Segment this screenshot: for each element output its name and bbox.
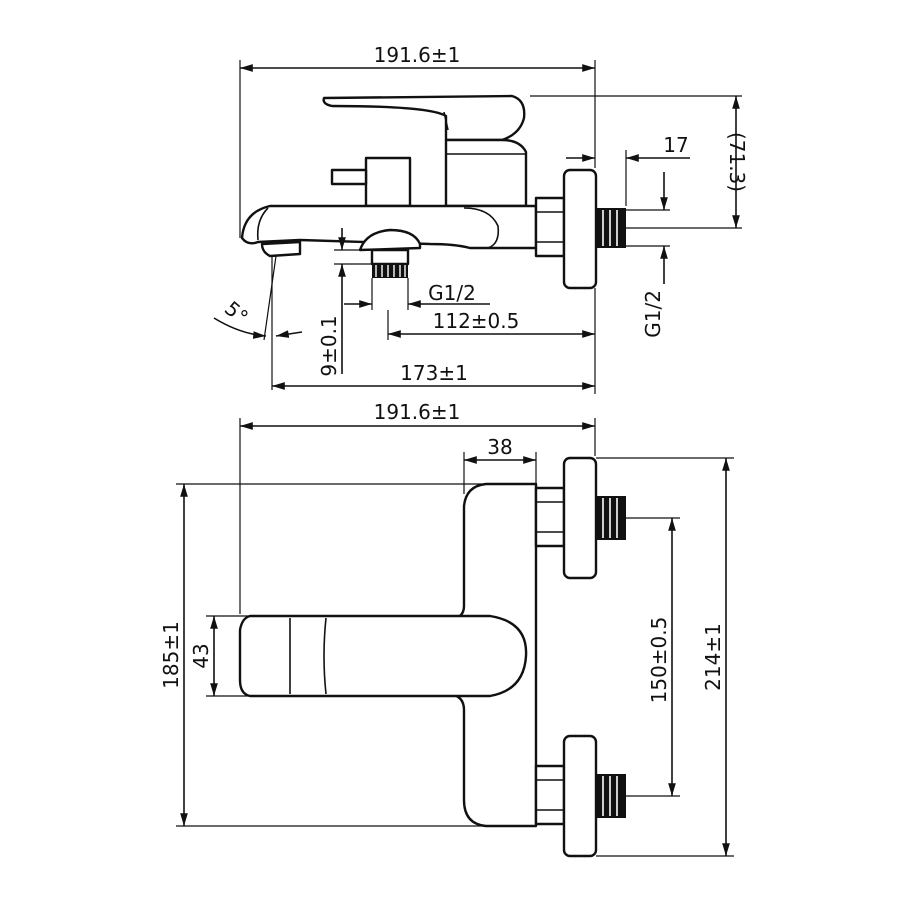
outlet-label: 17 bbox=[663, 133, 688, 157]
front-view: 191.6±1 38 185±1 bbox=[159, 400, 734, 858]
diverter-knob bbox=[364, 156, 412, 208]
top-thread bbox=[596, 496, 626, 540]
bottom-nut bbox=[534, 764, 566, 826]
overall-top-label: 173±1 bbox=[400, 361, 468, 385]
side-thread-label: G1/2 bbox=[641, 290, 665, 338]
side-nut bbox=[534, 196, 566, 258]
bottom-flange bbox=[562, 734, 598, 858]
centers-label: 150±0.5 bbox=[647, 617, 671, 704]
bottom-thread bbox=[372, 264, 408, 278]
height-label: (71.3) bbox=[725, 132, 749, 192]
front-handle bbox=[238, 614, 528, 698]
front-height-label: 185±1 bbox=[159, 621, 183, 689]
top-width-label: 191.6±1 bbox=[374, 43, 461, 67]
handle-lever bbox=[322, 94, 526, 142]
overall-front-label: 214±1 bbox=[701, 623, 725, 691]
handle-label: 43 bbox=[189, 643, 213, 668]
depth-label: 38 bbox=[487, 435, 512, 459]
top-nut bbox=[534, 486, 566, 548]
bottom-thread-label: G1/2 bbox=[428, 281, 476, 305]
connector-label: 112±0.5 bbox=[433, 309, 520, 333]
cartridge-body bbox=[444, 138, 528, 208]
wall-flange bbox=[562, 168, 598, 290]
top-flange bbox=[562, 456, 598, 580]
spout-offset-label: 9±0.1 bbox=[317, 315, 341, 376]
top-view: 191.6±1 bbox=[213, 43, 749, 394]
front-width-label: 191.6±1 bbox=[374, 400, 461, 424]
bottom-thread-front bbox=[596, 774, 626, 818]
side-thread bbox=[596, 208, 626, 248]
spout-nozzle bbox=[260, 240, 302, 258]
mixer-body bbox=[240, 204, 538, 250]
bottom-outlet bbox=[358, 228, 422, 252]
